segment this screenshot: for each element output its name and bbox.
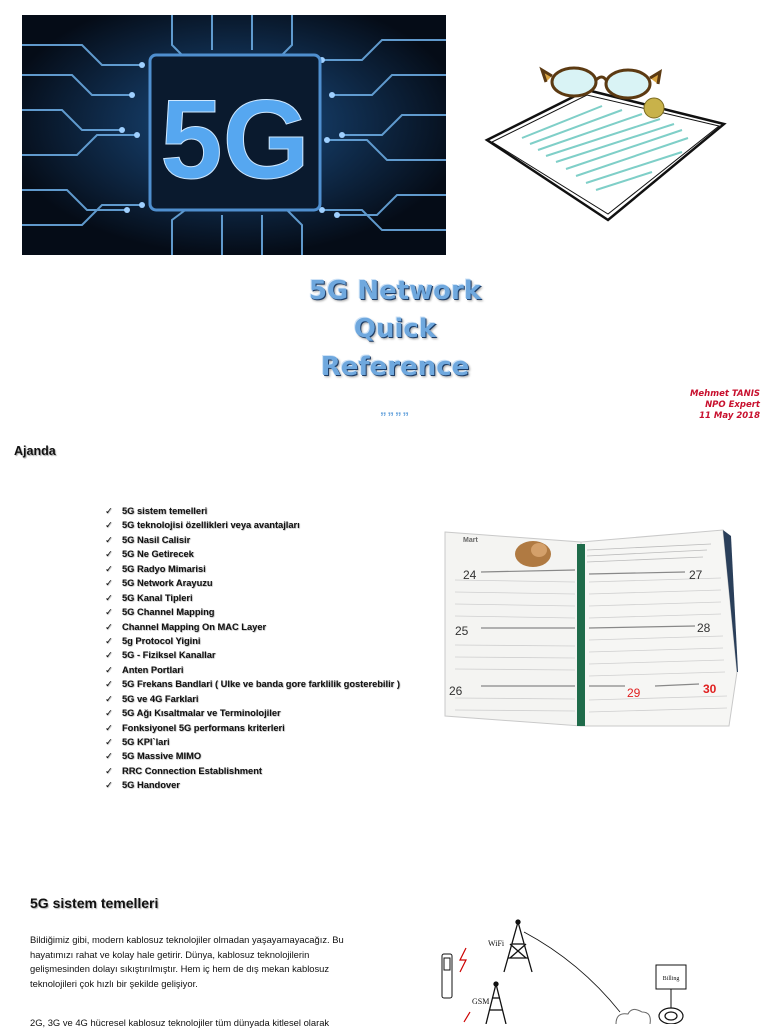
agenda-item: ✓5G Ne Getirecek xyxy=(105,547,400,561)
checkmark-icon: ✓ xyxy=(105,751,113,762)
agenda-item: ✓5G teknolojisi özellikleri veya avantaj… xyxy=(105,518,400,532)
agenda-item: ✓5G KPI`lari xyxy=(105,735,400,749)
agenda-item: ✓Channel Mapping On MAC Layer xyxy=(105,620,400,634)
planner-day-27: 27 xyxy=(689,568,703,582)
agenda-item: ✓5G Kanal Tipleri xyxy=(105,591,400,605)
planner-day-28: 28 xyxy=(697,621,711,635)
checkmark-icon: ✓ xyxy=(105,578,113,589)
planner-day-30: 30 xyxy=(703,682,717,696)
agenda-item: ✓5G Network Arayuzu xyxy=(105,576,400,590)
title-line-2: Quick xyxy=(353,314,437,344)
agenda-item: ✓5G - Fiziksel Kanallar xyxy=(105,648,400,662)
mobile-phone-icon xyxy=(441,953,453,999)
diagram-gsm-label: GSM xyxy=(472,997,489,1006)
planner-day-24: 24 xyxy=(463,568,477,582)
document-title: 5G Network Quick Reference xyxy=(250,272,540,386)
agenda-item: ✓5g Protocol Yigini xyxy=(105,634,400,648)
agenda-item: ✓RRC Connection Establishment xyxy=(105,764,400,778)
checkmark-icon: ✓ xyxy=(105,506,113,516)
agenda-item: ✓Anten Portlari xyxy=(105,663,400,677)
checkmark-icon: ✓ xyxy=(105,520,113,531)
author-block: Mehmet TANIS NPO Expert 11 May 2018 xyxy=(690,389,760,422)
agenda-item: ✓5G Handover xyxy=(105,778,400,792)
agenda-item: ✓5G Nasil Calisir xyxy=(105,533,400,547)
gsm-tower-icon xyxy=(485,981,507,1025)
checkmark-icon: ✓ xyxy=(105,664,113,675)
checkmark-icon: ✓ xyxy=(105,737,113,747)
planner-day-29: 29 xyxy=(627,686,641,700)
banner-5g-text: 5G xyxy=(160,77,309,202)
title-line-3: Reference xyxy=(320,352,470,382)
checkmark-icon: ✓ xyxy=(105,765,113,776)
lightning-icon xyxy=(459,947,471,1023)
agenda-item: ✓5G Massive MIMO xyxy=(105,749,400,763)
title-line-1: 5G Network xyxy=(308,276,482,306)
checkmark-icon: ✓ xyxy=(105,549,113,560)
checkmark-icon: ✓ xyxy=(105,650,113,661)
agenda-item: ✓5G Radyo Mimarisi xyxy=(105,562,400,576)
agenda-item: ✓5G Ağı Kısaltmalar ve Terminolojiler xyxy=(105,706,400,720)
planner-day-25: 25 xyxy=(455,624,469,638)
checkmark-icon: ✓ xyxy=(105,534,113,545)
author-name: Mehmet TANIS xyxy=(689,389,760,399)
checkmark-icon: ✓ xyxy=(105,708,113,719)
agenda-list: ✓5G sistem temelleri ✓5G teknolojisi öze… xyxy=(105,504,400,793)
checkmark-icon: ✓ xyxy=(105,693,113,704)
diagram-billing-label: Billing xyxy=(663,976,680,982)
section-heading: 5G sistem temelleri xyxy=(30,895,159,911)
checkmark-icon: ✓ xyxy=(105,722,113,733)
5g-circuit-banner-image: 5G xyxy=(22,15,446,255)
server-icon xyxy=(658,1007,684,1025)
network-diagram: WiFi GSM Billing xyxy=(430,912,730,1025)
agenda-item: ✓5G sistem temelleri xyxy=(105,504,400,518)
section-paragraph-2: 2G, 3G ve 4G hücresel kablosuz teknoloji… xyxy=(30,1017,330,1028)
cloud-icon xyxy=(615,1008,651,1025)
agenda-item: ✓Fonksiyonel 5G performans kriterleri xyxy=(105,721,400,735)
checkmark-icon: ✓ xyxy=(105,780,113,791)
planner-month: Mart xyxy=(463,537,478,544)
agenda-item: ✓5G Frekans Bandlari ( Ulke ve banda gor… xyxy=(105,677,400,691)
section-paragraph: Bildiğimiz gibi, modern kablosuz teknolo… xyxy=(30,934,344,989)
title-dots: „„„„ xyxy=(380,402,410,417)
checkmark-icon: ✓ xyxy=(105,563,113,574)
checkmark-icon: ✓ xyxy=(105,607,113,618)
planner-day-26: 26 xyxy=(449,684,463,698)
agenda-heading: Ajanda xyxy=(14,444,56,458)
agenda-item: ✓5G Channel Mapping xyxy=(105,605,400,619)
checkmark-icon: ✓ xyxy=(105,679,113,690)
wifi-tower-icon xyxy=(503,919,533,973)
author-role: NPO Expert xyxy=(705,400,760,410)
planner-photo: Mart 24 25 26 27 28 29 30 xyxy=(441,520,738,728)
checkmark-icon: ✓ xyxy=(105,635,113,646)
agenda-item: ✓5G ve 4G Farklari xyxy=(105,692,400,706)
checkmark-icon: ✓ xyxy=(105,592,113,603)
checkmark-icon: ✓ xyxy=(105,621,113,632)
billing-box xyxy=(655,964,687,990)
glasses-and-paper-clipart xyxy=(482,62,730,224)
diagram-wifi-label: WiFi xyxy=(488,939,505,948)
author-date: 11 May 2018 xyxy=(699,411,760,421)
